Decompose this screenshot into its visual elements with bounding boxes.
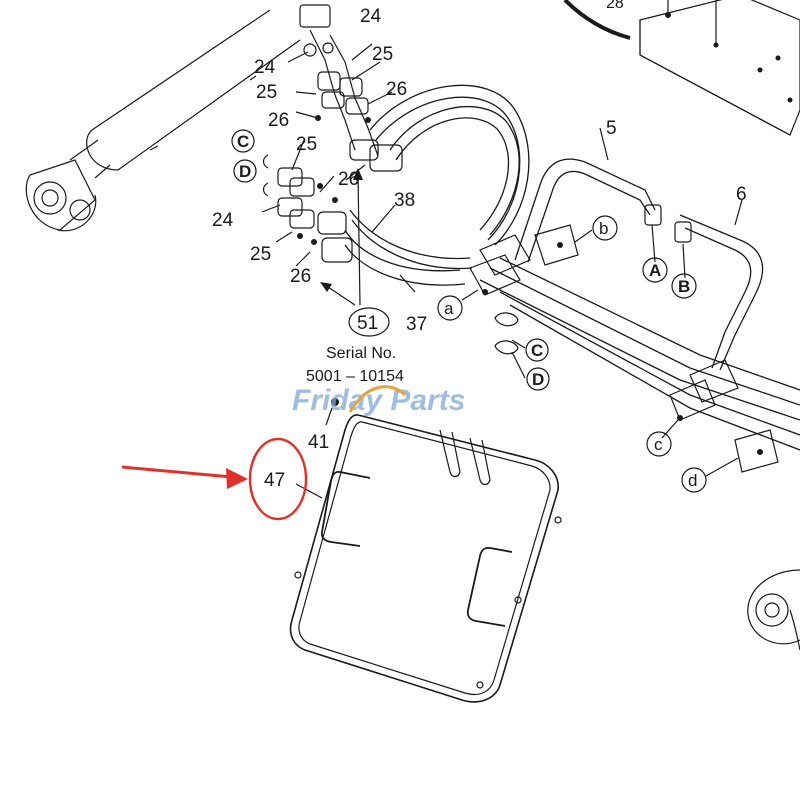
lower-left-fittings: [262, 154, 353, 263]
label-25-lower: 25: [250, 244, 271, 265]
svg-text:D: D: [532, 370, 544, 389]
label-38: 38: [394, 190, 415, 211]
label-26-lower: 26: [290, 266, 311, 287]
hydraulic-cylinder: [25, 9, 301, 232]
svg-text:C: C: [237, 132, 249, 151]
svg-text:d: d: [688, 471, 697, 490]
svg-text:a: a: [444, 299, 454, 318]
label-25-upper-left: 25: [256, 82, 277, 103]
highlight-arrow-icon: [226, 468, 248, 489]
upper-fittings: [299, 4, 403, 172]
label-5: 5: [606, 118, 617, 139]
label-41: 41: [308, 432, 329, 453]
label-26-upper-left: 26: [268, 110, 289, 131]
floor-plate-47: [289, 398, 562, 703]
hydraulic-hoses: [344, 84, 530, 286]
watermark-swoosh-icon: [348, 385, 407, 413]
label-28: 28: [606, 0, 624, 12]
svg-text:C: C: [531, 341, 543, 360]
label-24-lower: 24: [212, 210, 234, 231]
arrows-51: [320, 168, 363, 306]
highlight-arrow-shaft: [121, 465, 233, 479]
label-6: 6: [736, 184, 747, 205]
label-24-upper: 24: [254, 57, 276, 78]
label-26-upper-right: 26: [386, 79, 407, 100]
svg-text:51: 51: [357, 313, 378, 334]
svg-text:c: c: [654, 435, 663, 454]
watermark-logo: Friday Parts: [292, 384, 465, 417]
label-26-mid: 26: [338, 169, 359, 190]
serial-range: 5001 – 10154: [306, 368, 404, 385]
svg-text:D: D: [239, 162, 251, 181]
svg-text:b: b: [599, 219, 608, 238]
callout-51: 51: [348, 307, 390, 337]
pipe-assembly: [469, 158, 800, 473]
serial-label: Serial No.: [326, 345, 396, 362]
label-24-top: 24: [360, 6, 382, 27]
highlight-ellipse: [248, 437, 308, 521]
part-labels: 24 24 25 25 26 26 25 26 38 24 25 26 37 5…: [212, 0, 747, 491]
label-25-upper-right: 25: [372, 44, 393, 65]
letter-markers: C D b a A B C D c d: [231, 129, 707, 493]
label-25-mid: 25: [296, 134, 317, 155]
seat-base-plate: [563, 0, 800, 136]
label-47: 47: [264, 470, 285, 491]
label-37: 37: [406, 314, 427, 335]
lower-right-bracket: [747, 569, 800, 651]
svg-text:A: A: [649, 261, 661, 280]
leader-lines: [261, 43, 743, 499]
highlight-annotation: [121, 437, 308, 521]
svg-text:B: B: [678, 277, 690, 296]
